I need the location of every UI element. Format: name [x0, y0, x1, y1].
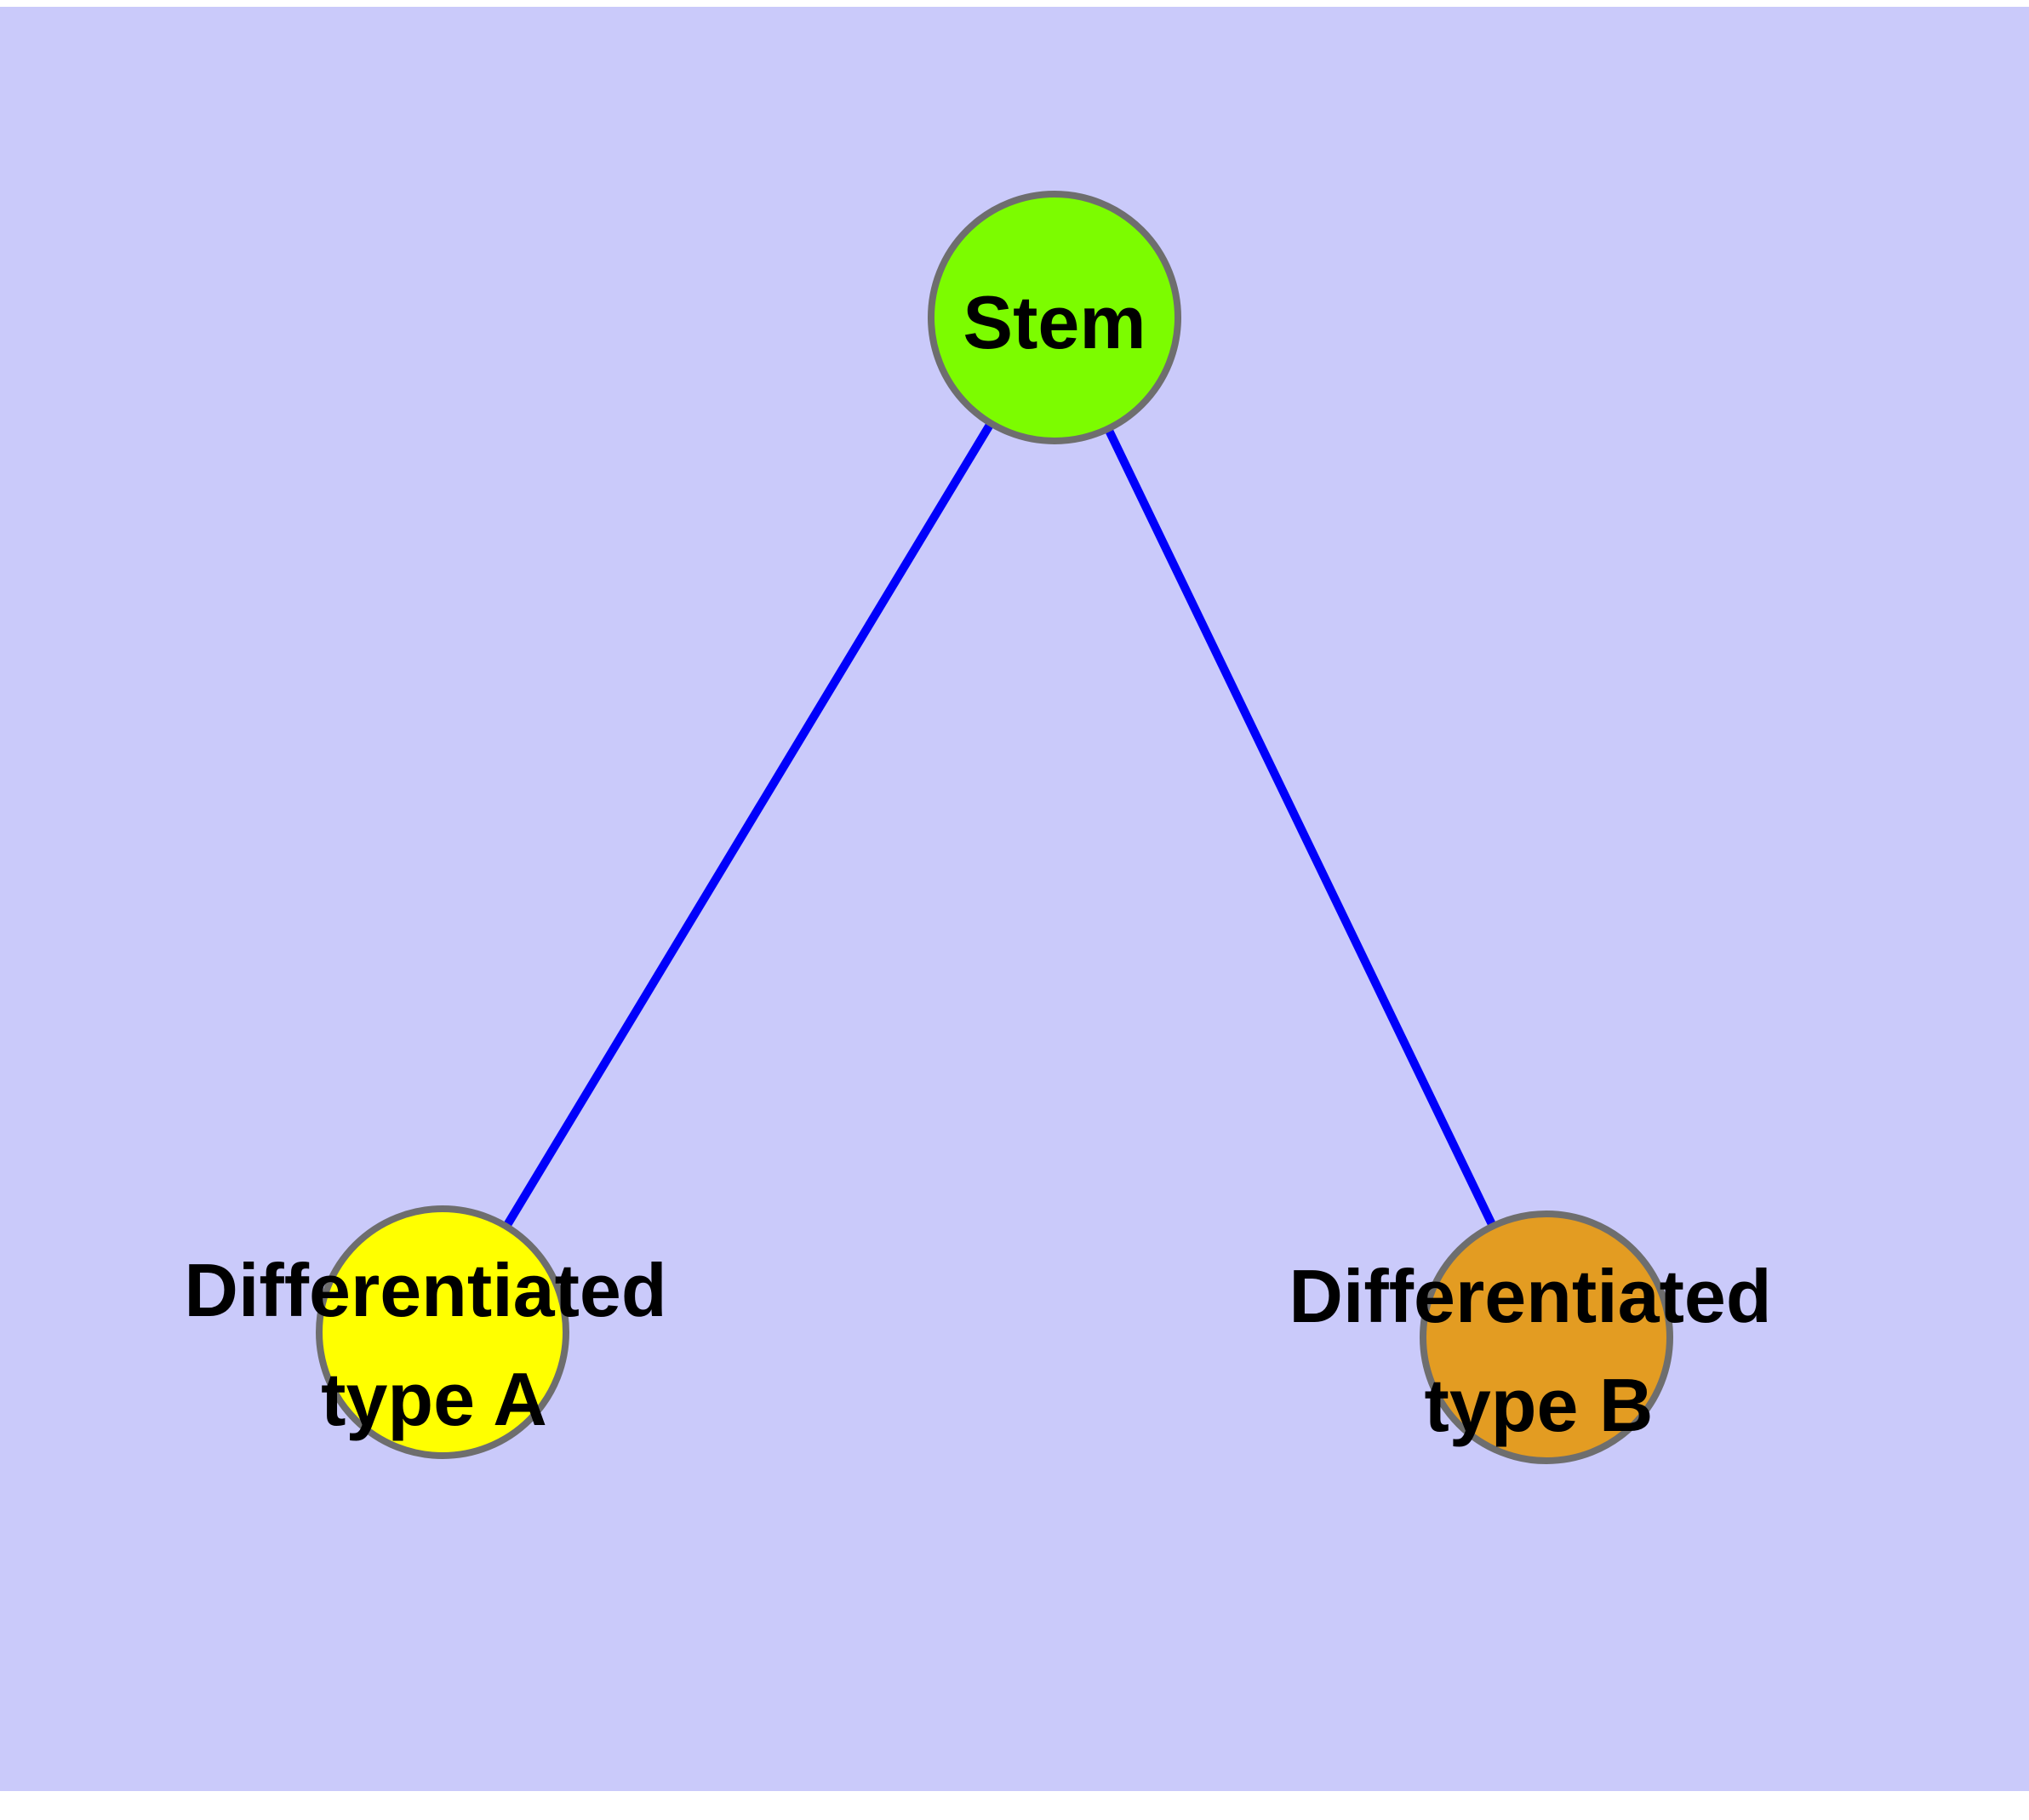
edge-stem-to-type-b — [1050, 315, 1551, 1340]
node-stem — [928, 191, 1181, 444]
node-differentiated-type-b — [1420, 1210, 1673, 1464]
node-stem-label: Stem — [963, 280, 1146, 364]
node-type-a-label-line2: type A — [321, 1357, 547, 1441]
node-differentiated-type-a — [316, 1205, 569, 1459]
node-type-a-label-line1: Differentiated — [184, 1248, 666, 1332]
edge-stem-to-type-a — [438, 315, 1059, 1335]
node-type-b-label-line1: Differentiated — [1289, 1254, 1771, 1338]
node-type-b-label-line2: type B — [1425, 1363, 1654, 1447]
